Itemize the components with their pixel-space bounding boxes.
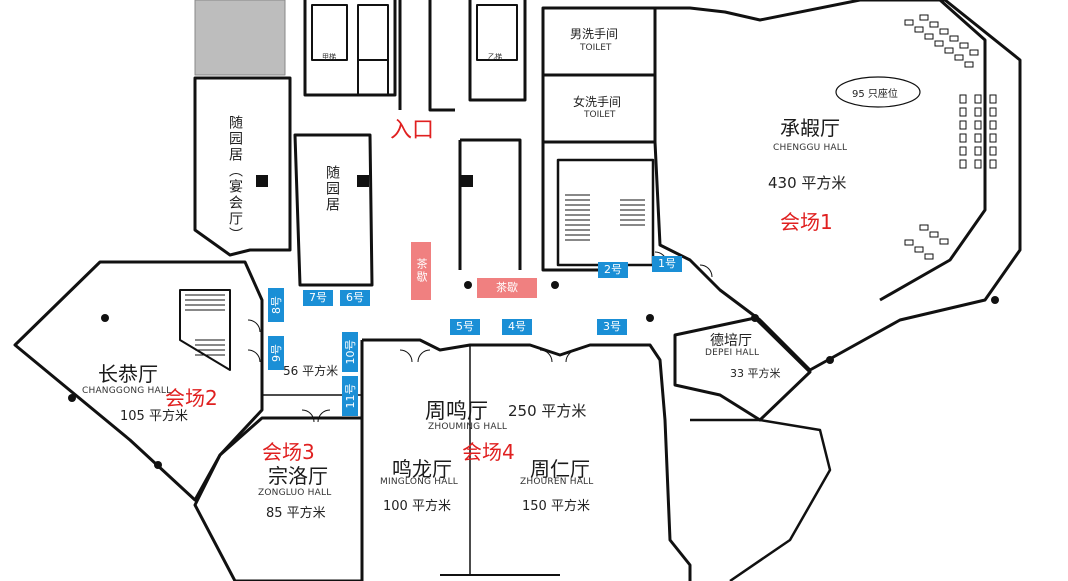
- lobby-area: 56 平方米: [283, 364, 339, 378]
- stair-core: [556, 158, 655, 267]
- suiyuanju-banquet-cn: 随园居: [227, 115, 243, 163]
- door-10-label: 10号: [344, 339, 357, 365]
- zhouming-hall-en: ZHOUMING HALL: [428, 422, 508, 432]
- seat-count-ellipse: [835, 76, 921, 108]
- door-9-label: 9号: [270, 344, 283, 362]
- entrance-label: 入口: [390, 118, 435, 143]
- changgong-hall-en: CHANGGONG HALL: [82, 386, 172, 396]
- zhouren-hall-en: ZHOUREN HALL: [520, 477, 594, 487]
- door-6-tag[interactable]: 6号: [340, 290, 370, 306]
- minglong-hall-area: 100 平方米: [383, 499, 451, 514]
- elevator-block-b: [468, 0, 527, 102]
- venue-2-label[interactable]: 会场2: [165, 386, 218, 410]
- minglong-hall-name[interactable]: 鸣龙厅: [392, 457, 452, 481]
- suiyuanju-banquet-sub: （宴会厅）: [227, 163, 243, 243]
- tea-break-vertical[interactable]: 茶歇: [411, 242, 431, 300]
- elevator-b-label: 乙梯: [488, 53, 502, 61]
- door-3-tag[interactable]: 3号: [597, 319, 627, 335]
- door-2-tag[interactable]: 2号: [598, 262, 628, 278]
- zhouming-hall-wall: [362, 338, 692, 581]
- door-1-tag[interactable]: 1号: [652, 256, 682, 272]
- changgong-hall-name[interactable]: 长恭厅: [98, 362, 158, 386]
- elevator-block-a: [303, 0, 397, 97]
- venue-4-label[interactable]: 会场4: [462, 440, 515, 464]
- venue-3-label[interactable]: 会场3: [262, 440, 315, 464]
- suiyuanju-banquet-name[interactable]: 随园居（宴会厅）: [225, 115, 245, 243]
- pillars: [68, 175, 999, 469]
- zhouming-hall-name[interactable]: 周鸣厅: [425, 399, 488, 423]
- mens-restroom-label: 男洗手间: [570, 27, 619, 41]
- zhouren-hall-area: 150 平方米: [522, 499, 590, 514]
- door-11-label: 11号: [344, 383, 357, 409]
- chenggu-hall-en: CHENGGU HALL: [773, 143, 848, 153]
- door-8-tag[interactable]: 8号: [268, 288, 284, 322]
- zhouren-hall-name[interactable]: 周仁厅: [530, 457, 590, 481]
- zongluo-hall-name[interactable]: 宗洛厅: [268, 464, 328, 488]
- tea-break-horizontal[interactable]: 茶歇: [477, 278, 537, 298]
- chenggu-hall-wall: [653, 0, 1022, 372]
- door-5-tag[interactable]: 5号: [450, 319, 480, 335]
- depei-hall-en: DEPEI HALL: [705, 348, 760, 358]
- door-10-tag[interactable]: 10号: [342, 332, 358, 372]
- door-4-tag[interactable]: 4号: [502, 319, 532, 335]
- zhouming-hall-area: 250 平方米: [508, 402, 587, 420]
- venue-1-label[interactable]: 会场1: [780, 210, 833, 234]
- suiyuanju-name[interactable]: 随园居: [324, 165, 340, 213]
- womens-restroom-en: TOILET: [584, 110, 616, 120]
- chenggu-hall-name[interactable]: 承嘏厅: [780, 116, 840, 140]
- minglong-hall-en: MINGLONG HALL: [380, 477, 459, 487]
- zongluo-hall-area: 85 平方米: [266, 506, 326, 521]
- depei-hall-name[interactable]: 德培厅: [710, 333, 752, 349]
- seating-rows: [904, 14, 997, 260]
- suiyuanju-banquet-wall: [193, 76, 292, 257]
- suiyuanju-wall: [293, 133, 374, 287]
- mens-restroom-en: TOILET: [580, 43, 612, 53]
- zongluo-hall-en: ZONGLUO HALL: [258, 488, 332, 498]
- seat-count-label: 95 只座位: [852, 89, 898, 100]
- stair-hatch: [185, 194, 645, 356]
- depei-hall-area: 33 平方米: [730, 367, 781, 380]
- service-area: [194, 0, 286, 76]
- door-9-tag[interactable]: 9号: [268, 336, 284, 370]
- door-7-tag[interactable]: 7号: [303, 290, 333, 306]
- womens-restroom-label: 女洗手间: [573, 95, 622, 109]
- chenggu-hall-area: 430 平方米: [768, 174, 847, 192]
- changgong-hall-area: 105 平方米: [120, 409, 188, 424]
- elevator-a-label: 甲梯: [322, 53, 336, 61]
- door-11-tag[interactable]: 11号: [342, 376, 358, 416]
- door-8-label: 8号: [270, 296, 283, 314]
